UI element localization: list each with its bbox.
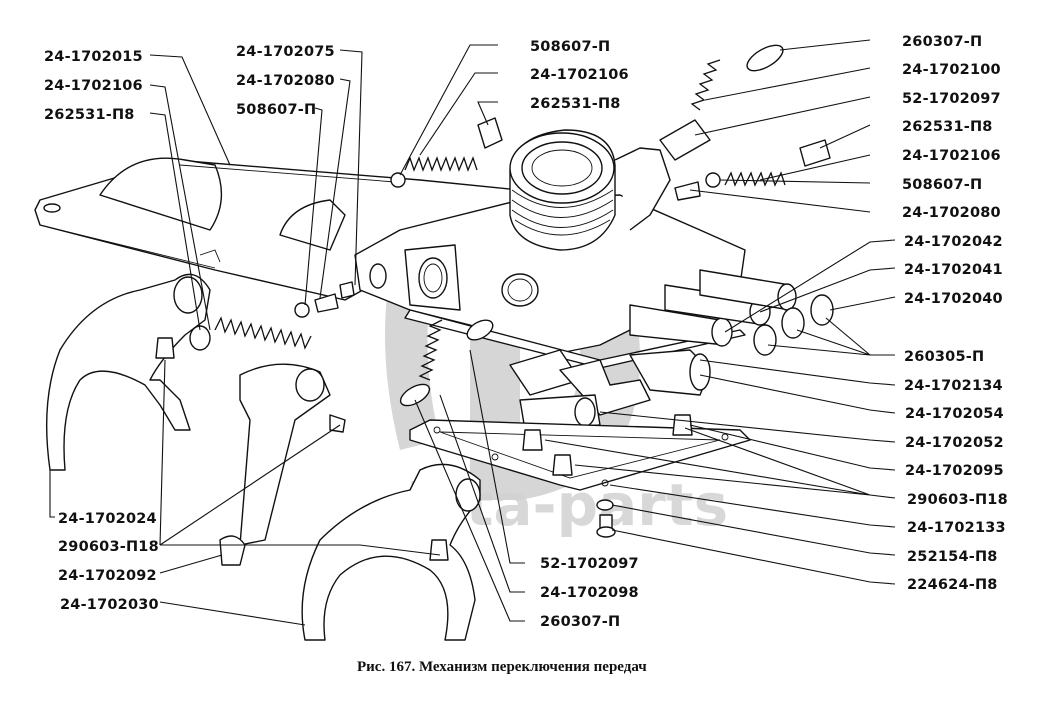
part-label: 260307-П (540, 614, 620, 630)
top-center-left-labels: 24-1702075 24-1702080 508607-П (236, 44, 335, 118)
part-label: 24-1702015 (44, 49, 143, 65)
right-labels: 260307-П 24-1702100 52-1702097 262531-П8… (902, 34, 1008, 593)
part-label: 52-1702097 (540, 556, 639, 572)
part-label: 24-1702030 (60, 597, 159, 613)
part-label: 52-1702097 (902, 91, 1001, 107)
part-label: 260307-П (902, 34, 982, 50)
part-label: 24-1702100 (902, 62, 1001, 78)
part-label: 24-1702106 (902, 148, 1001, 164)
part-label: 24-1702134 (904, 378, 1003, 394)
part-label: 24-1702080 (236, 73, 335, 89)
part-label: 252154-П8 (907, 549, 998, 565)
shift-lever (219, 363, 346, 566)
part-label: 24-1702106 (44, 78, 143, 94)
part-label: 508607-П (236, 102, 316, 118)
part-label: 24-1702054 (905, 406, 1004, 422)
springs-balls (189, 44, 831, 407)
part-label: 508607-П (530, 39, 610, 55)
part-label: 24-1702092 (58, 568, 157, 584)
part-label: 508607-П (902, 177, 982, 193)
figure-caption: Рис. 167. Механизм переключения передач (357, 659, 647, 675)
interlock-parts (509, 349, 711, 431)
part-label: 24-1702095 (905, 463, 1004, 479)
part-label: 24-1702098 (540, 585, 639, 601)
part-label: 262531-П8 (902, 119, 993, 135)
bottom-center-labels: 52-1702097 24-1702098 260307-П (540, 556, 639, 630)
part-label: 290603-П18 (58, 539, 159, 555)
part-label: 290603-П18 (907, 492, 1008, 508)
part-label: 24-1702080 (902, 205, 1001, 221)
top-center-right-labels: 508607-П 24-1702106 262531-П8 (530, 39, 629, 112)
part-label: 24-1702041 (904, 262, 1003, 278)
part-label: 260305-П (904, 349, 984, 365)
part-label: 262531-П8 (44, 107, 135, 123)
shift-fork-left (45, 273, 211, 471)
leader-lines (49, 39, 896, 626)
selector-housing-body (354, 129, 834, 369)
part-label: 24-1702106 (530, 67, 629, 83)
part-label: 24-1702075 (236, 44, 335, 60)
part-label: 24-1702042 (904, 234, 1003, 250)
part-label: 224624-П8 (907, 577, 998, 593)
part-label: 262531-П8 (530, 96, 621, 112)
part-label: 24-1702052 (905, 435, 1004, 451)
left-labels: 24-1702015 24-1702106 262531-П8 24-17020… (44, 49, 159, 613)
part-label: 24-1702040 (904, 291, 1003, 307)
shift-fork-right (301, 463, 481, 641)
part-label: 24-1702024 (58, 511, 157, 527)
part-label: 24-1702133 (907, 520, 1006, 536)
